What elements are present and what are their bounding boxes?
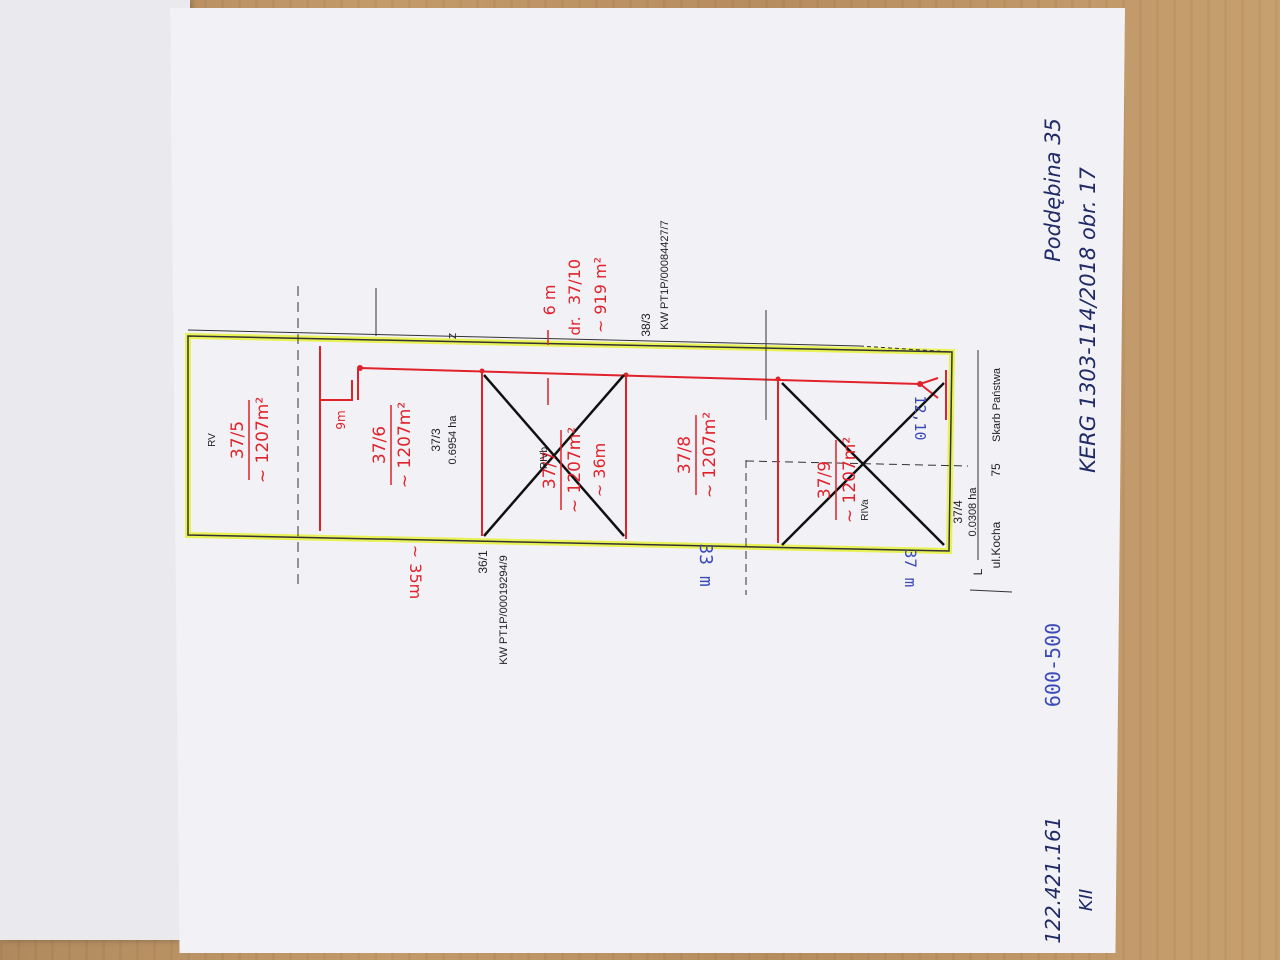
parcel-id-37-6: 37/6 (370, 426, 390, 464)
parcel-area-37-5: ~ 1207m² (253, 397, 273, 483)
parcel-area-37-6: ~ 1207m² (395, 402, 415, 488)
small-dimension: 9m (334, 410, 348, 429)
blue-dimension-12: 12,10 (911, 395, 929, 440)
parcel-37-3-area: 0.6954 ha (447, 415, 459, 465)
parcel-area-37-7: ~ 1207m² (565, 427, 585, 513)
underlying-sheet (0, 0, 190, 940)
blue-dimension-33: 33 m (695, 543, 716, 586)
mark-z: Z (448, 333, 459, 339)
parcel-id-37-8: 37/8 (675, 436, 695, 474)
crossed-out-parcels (483, 374, 945, 546)
road-edge-line (187, 329, 861, 347)
parcel-area-37-8: ~ 1207m² (700, 412, 720, 498)
depth-dimension: ~ 36m (590, 443, 609, 497)
street-number: 75 (989, 463, 1003, 477)
blue-dimension-37: 37 m (901, 549, 920, 588)
parcel-area-37-9: ~ 1207m² (840, 437, 860, 523)
road-id: 37/10 (565, 259, 584, 305)
neighbor-38-3: 38/3 (639, 313, 653, 337)
road-edge-line-2 (859, 345, 953, 353)
street-name: ul.Kocha (989, 521, 1003, 568)
parcel-use-37-9: RIVa (860, 499, 871, 521)
road-prefix: dr. (566, 316, 584, 335)
road-width: 6 m (540, 285, 559, 316)
neighbor-36-1: 36/1 (476, 550, 490, 574)
kw-36-1: KW PT1P/00019294/9 (498, 555, 510, 664)
road-area: ~ 919 m² (591, 257, 610, 333)
dashed-ref-horizontal (745, 460, 969, 467)
parcel-use-37-7: RIVb (539, 446, 550, 469)
parcel-id-37-5: 37/5 (228, 421, 248, 459)
left-code: 122.421.161 (1041, 816, 1065, 943)
parcel-id-37-9: 37/9 (815, 461, 835, 499)
scale-label: 600-500 (1041, 623, 1065, 707)
kw-38-3: KW PT1P/00084427/7 (659, 220, 671, 329)
parcel-37-4-area: 0.0308 ha (967, 487, 979, 537)
paper-sheet (170, 8, 1125, 953)
reference-label: KERG 1303-114/2018 obr. 17 (1076, 166, 1100, 472)
address-label: Poddębina 35 (1041, 118, 1065, 262)
parcel-use-37-5: RV (207, 433, 218, 447)
parcel-id-37-7: 37/7 (540, 451, 560, 489)
street-line (969, 589, 1013, 593)
parcel-boundary (187, 335, 953, 552)
division-points (357, 365, 923, 387)
parcel-37-3-id: 37/3 (429, 428, 443, 452)
parcel-37-4-id: 37/4 (951, 500, 965, 524)
owner-label: Skarb Państwa (991, 367, 1003, 442)
mark-l: L (971, 568, 985, 575)
cut-text: KII (1076, 889, 1097, 911)
length-dimension: ~ 35m (406, 545, 425, 599)
